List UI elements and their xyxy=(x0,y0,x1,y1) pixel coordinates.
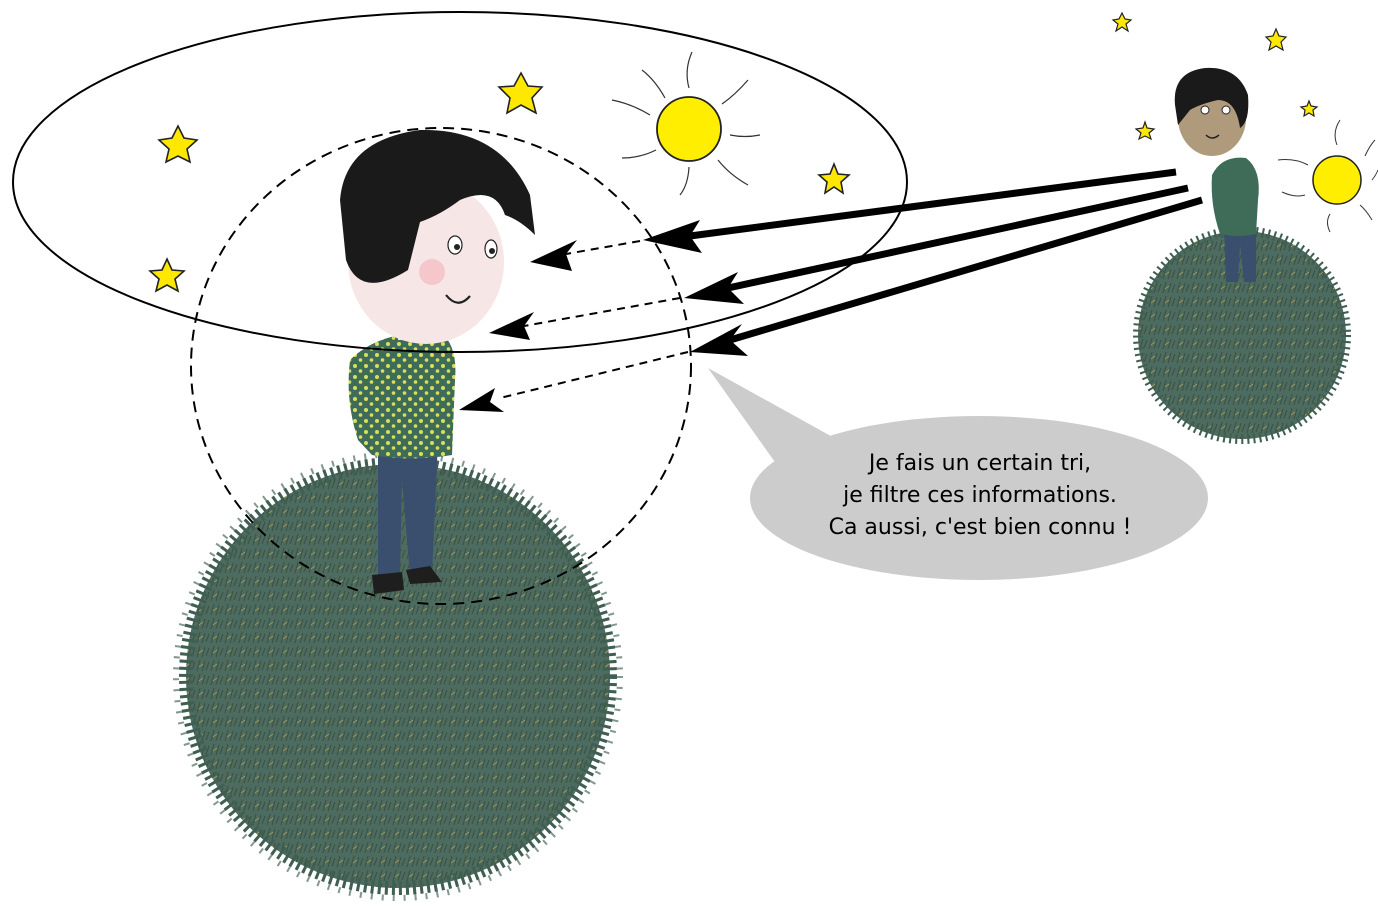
star-icon xyxy=(1264,27,1288,52)
speech-line-2: je filtre ces informations. xyxy=(842,483,1117,508)
child-shirt xyxy=(348,331,456,459)
arrowhead-icon xyxy=(643,220,702,253)
speech-bubble: Je fais un certain tri, je filtre ces in… xyxy=(708,368,1208,580)
sun-icon xyxy=(1277,119,1378,233)
star-icon xyxy=(497,71,544,115)
arrowhead-icon xyxy=(489,312,534,340)
speech-line-3: Ca aussi, c'est bien connu ! xyxy=(829,515,1132,540)
child-shoes xyxy=(372,566,442,594)
perception-circle xyxy=(190,127,692,605)
speech-line-1: Je fais un certain tri, xyxy=(867,451,1091,476)
right-planet xyxy=(1133,226,1351,444)
filtered-arrows xyxy=(459,240,689,412)
star-icon xyxy=(817,161,851,195)
left-child xyxy=(340,129,535,594)
arrowhead-icon xyxy=(684,272,744,304)
arrowhead-icon xyxy=(459,388,504,412)
right-child-shirt xyxy=(1211,157,1259,236)
arrowhead-icon xyxy=(530,240,577,271)
star-icon xyxy=(1134,120,1156,141)
child-hair xyxy=(340,129,535,283)
outer-world-ellipse xyxy=(12,11,908,353)
child-trousers xyxy=(378,440,438,575)
star-icon xyxy=(1111,11,1133,33)
right-child-trousers xyxy=(1224,228,1256,282)
right-child xyxy=(1174,67,1259,282)
information-arrows xyxy=(643,168,1203,356)
sun-icon xyxy=(611,51,761,196)
star-icon xyxy=(1299,99,1319,118)
star-icon xyxy=(148,257,186,293)
star-icon xyxy=(157,124,199,164)
arrowhead-icon xyxy=(690,324,748,356)
right-child-hair xyxy=(1174,67,1249,128)
